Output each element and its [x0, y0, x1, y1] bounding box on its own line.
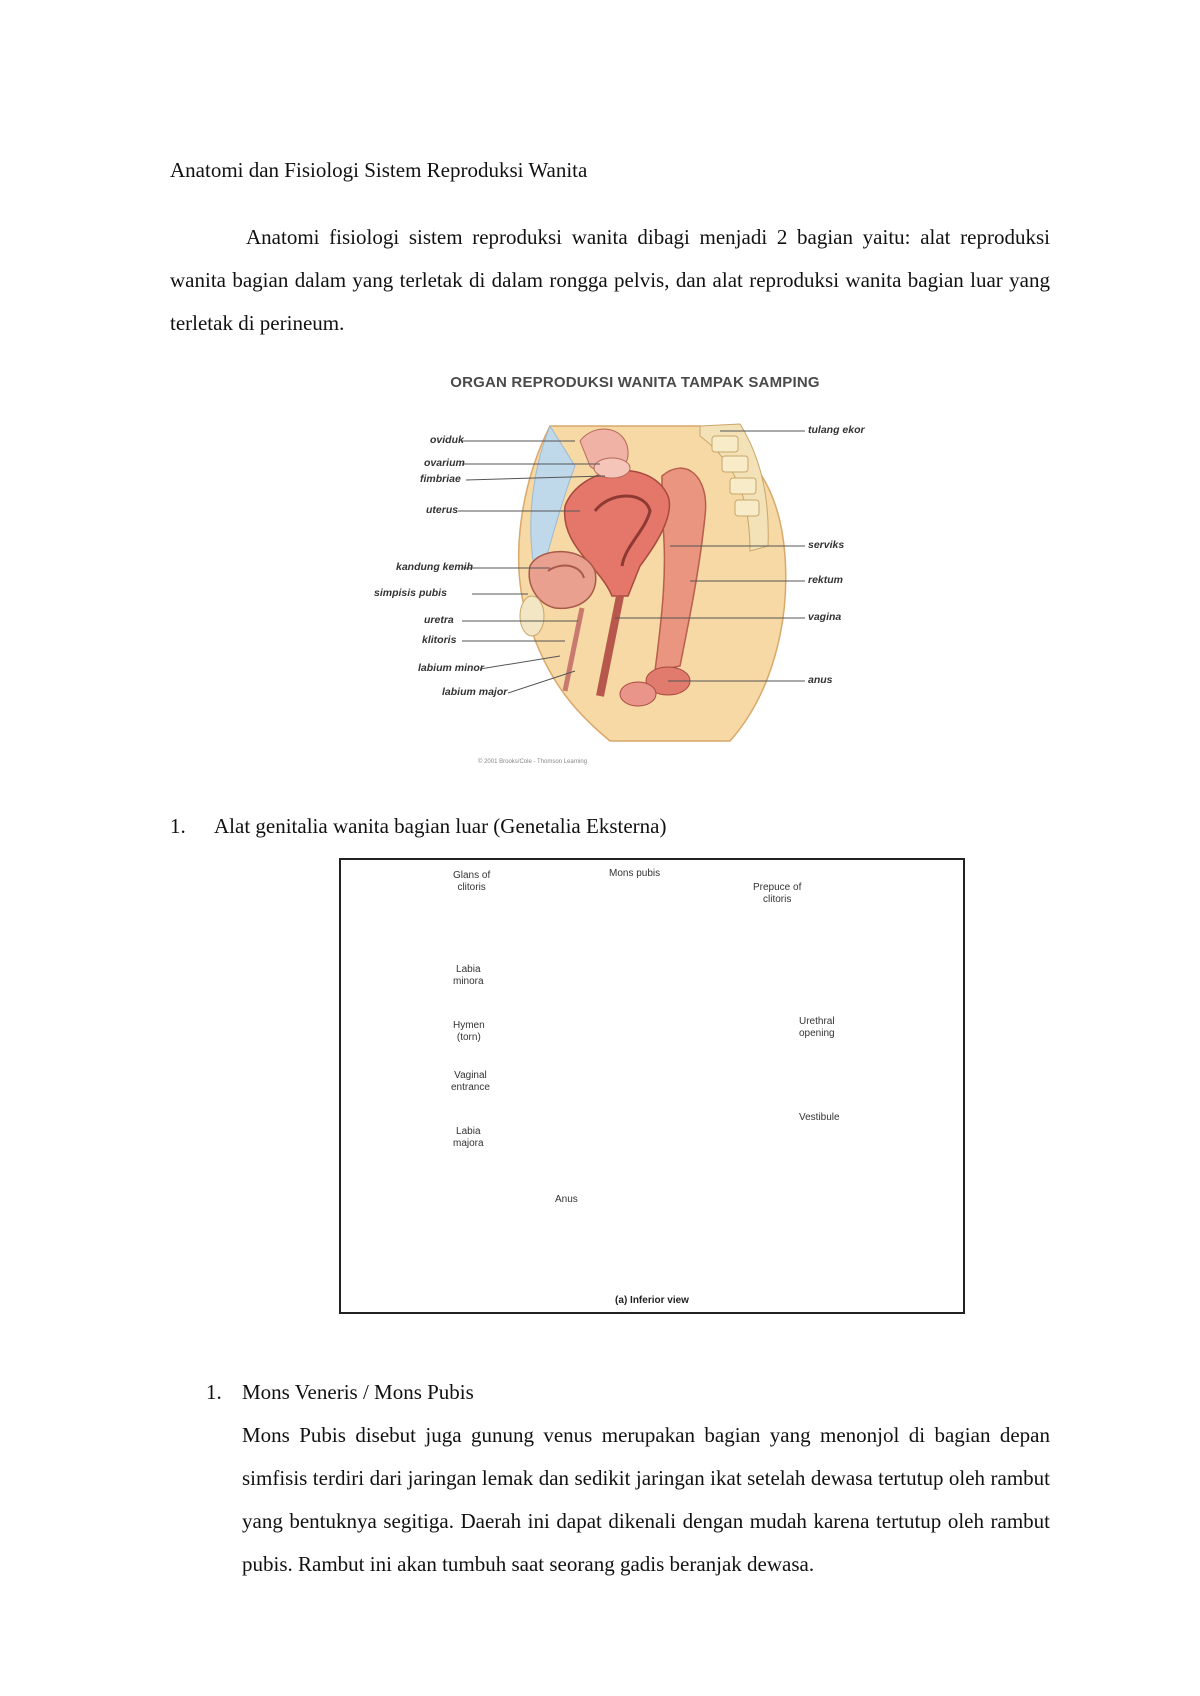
sagittal-illustration: [458, 423, 805, 742]
label-ovarium: ovarium: [424, 457, 465, 469]
label-labia-majora: Labia majora: [453, 1126, 484, 1149]
intro-paragraph: Anatomi fisiologi sistem reproduksi wani…: [170, 225, 1050, 335]
document-title: Anatomi dan Fisiologi Sistem Reproduksi …: [170, 158, 588, 182]
label-urethral-opening: Urethral opening: [799, 1016, 835, 1039]
subsection-heading-text: Mons Veneris / Mons Pubis: [242, 1380, 474, 1404]
label-vaginal-entrance: Vaginal entrance: [451, 1070, 490, 1093]
label-hymen: Hymen (torn): [453, 1020, 485, 1043]
subsection-heading: 1. Mons Veneris / Mons Pubis: [206, 1380, 474, 1405]
label-simpisis-pubis: simpisis pubis: [374, 587, 447, 599]
label-serviks: serviks: [808, 539, 845, 551]
figure-external-anatomy: Glans of clitoris Mons pubis Prepuce of …: [339, 858, 965, 1314]
figure2-labels: Glans of clitoris Mons pubis Prepuce of …: [341, 860, 963, 1312]
label-anus-2: Anus: [555, 1194, 578, 1205]
subsection-body: Mons Pubis disebut juga gunung venus mer…: [242, 1423, 1050, 1576]
label-klitoris: klitoris: [422, 634, 457, 646]
label-uterus: uterus: [426, 504, 459, 516]
label-rektum: rektum: [808, 574, 844, 586]
label-labium-major: labium major: [442, 686, 508, 698]
section-number: 1.: [170, 814, 186, 838]
label-labium-minor: labium minor: [418, 662, 484, 674]
label-glans-of-clitoris: Glans of clitoris: [453, 870, 491, 893]
figure-sagittal-section: ORGAN REPRODUKSI WANITA TAMPAK SAMPING: [374, 374, 870, 774]
figure2-caption: (a) Inferior view: [615, 1295, 689, 1306]
label-fimbriae: fimbriae: [420, 473, 461, 485]
section-heading-text: Alat genitalia wanita bagian luar (Genet…: [214, 814, 667, 838]
label-vestibule: Vestibule: [799, 1112, 840, 1123]
subsection-number: 1.: [206, 1380, 222, 1404]
label-mons-pubis: Mons pubis: [609, 868, 661, 879]
label-kandung-kemih: kandung kemih: [396, 561, 474, 573]
label-labia-minora: Labia minora: [453, 964, 484, 987]
label-anus: anus: [808, 674, 833, 686]
label-vagina: vagina: [808, 611, 842, 623]
figure1-credit: © 2001 Brooks/Cole - Thomson Learning: [478, 759, 588, 765]
label-uretra: uretra: [424, 614, 454, 626]
section-heading: 1. Alat genitalia wanita bagian luar (Gen…: [170, 814, 666, 839]
label-oviduk: oviduk: [430, 434, 464, 446]
figure1-title: ORGAN REPRODUKSI WANITA TAMPAK SAMPING: [450, 374, 820, 391]
label-tulang-ekor: tulang ekor: [808, 424, 865, 436]
label-prepuce-of-clitoris: Prepuce of clitoris: [753, 882, 802, 905]
